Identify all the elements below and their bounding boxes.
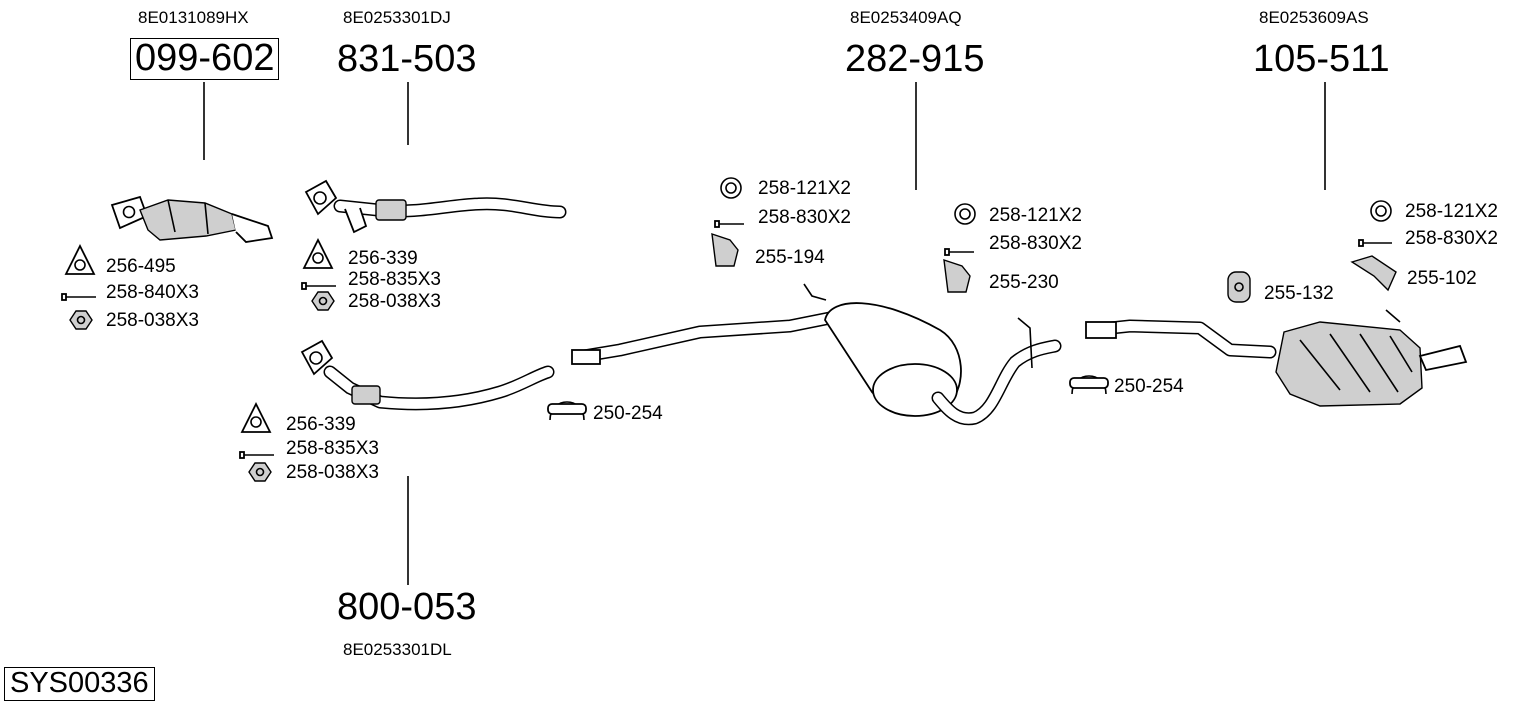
- rubber-mount-icon-255-132: [1227, 271, 1251, 303]
- label-258-121X2-a[interactable]: 258-121X2: [758, 178, 851, 199]
- bolt-icon-258-830X2-b: [944, 248, 974, 256]
- system-id: SYS00336: [4, 667, 155, 701]
- part-number-105-511[interactable]: 105-511: [1253, 38, 1390, 80]
- label-258-835X3-front[interactable]: 258-835X3: [348, 269, 441, 290]
- hanger-icon-255-230: [943, 258, 971, 293]
- middle-silencer-drawing: [571, 283, 1062, 426]
- label-255-102[interactable]: 255-102: [1407, 268, 1477, 289]
- hanger-icon-255-194: [711, 232, 739, 267]
- bracket-icon-255-102: [1350, 255, 1397, 292]
- label-258-038X3-front[interactable]: 258-038X3: [348, 291, 441, 312]
- bolt-icon-258-830X2-rear: [1358, 239, 1392, 247]
- label-256-339-front[interactable]: 256-339: [348, 248, 418, 269]
- front-pipe-upper-drawing: [304, 179, 567, 234]
- label-258-038X3-lower[interactable]: 258-038X3: [286, 462, 379, 483]
- bolt-icon-258-835X3-front: [301, 282, 336, 290]
- part-number-800-053[interactable]: 800-053: [337, 586, 477, 628]
- gasket-icon-256-339-lower: [240, 401, 272, 433]
- label-250-254-rear[interactable]: 250-254: [1114, 376, 1184, 397]
- front-pipe-lower-drawing: [300, 339, 555, 411]
- oem-number-front-pipe-lower: 8E0253301DL: [343, 640, 452, 659]
- ring-icon-258-121X2-a: [720, 177, 742, 199]
- nut-icon-258-038X3-front: [311, 291, 335, 311]
- oem-number-catalytic-converter: 8E0131089HX: [138, 8, 249, 27]
- rear-silencer-drawing: [1085, 309, 1468, 407]
- nut-icon-258-038X3-lower: [248, 462, 272, 482]
- label-258-038X3-cat[interactable]: 258-038X3: [106, 310, 199, 331]
- label-255-132[interactable]: 255-132: [1264, 283, 1334, 304]
- clamp-icon-250-254-rear: [1069, 375, 1109, 395]
- part-number-099-602[interactable]: 099-602: [130, 38, 280, 80]
- clamp-icon-250-254-front: [547, 401, 587, 421]
- oem-number-middle-silencer: 8E0253409AQ: [850, 8, 962, 27]
- bolt-icon-258-830X2-a: [714, 220, 744, 228]
- part-number-282-915[interactable]: 282-915: [845, 38, 985, 80]
- catalytic-converter-drawing: [110, 195, 274, 243]
- label-258-830X2-a[interactable]: 258-830X2: [758, 207, 851, 228]
- bolt-icon-258-835X3-lower: [239, 451, 274, 459]
- gasket-icon-256-339-front: [302, 237, 334, 269]
- ring-icon-258-121X2-rear: [1370, 200, 1392, 222]
- ring-icon-258-121X2-b: [954, 203, 976, 225]
- label-256-339-lower[interactable]: 256-339: [286, 414, 356, 435]
- label-258-835X3-lower[interactable]: 258-835X3: [286, 438, 379, 459]
- label-258-121X2-b[interactable]: 258-121X2: [989, 205, 1082, 226]
- label-255-230[interactable]: 255-230: [989, 272, 1059, 293]
- label-258-840X3[interactable]: 258-840X3: [106, 282, 199, 303]
- oem-number-front-pipe-upper: 8E0253301DJ: [343, 8, 451, 27]
- label-258-830X2-rear[interactable]: 258-830X2: [1405, 228, 1498, 249]
- label-256-495[interactable]: 256-495: [106, 256, 176, 277]
- gasket-icon-256-495: [64, 243, 96, 275]
- label-250-254-front[interactable]: 250-254: [593, 403, 663, 424]
- label-255-194[interactable]: 255-194: [755, 247, 825, 268]
- part-number-831-503[interactable]: 831-503: [337, 38, 477, 80]
- label-258-121X2-rear[interactable]: 258-121X2: [1405, 201, 1498, 222]
- oem-number-rear-silencer: 8E0253609AS: [1259, 8, 1369, 27]
- label-258-830X2-b[interactable]: 258-830X2: [989, 233, 1082, 254]
- nut-icon-258-038X3-cat: [69, 310, 93, 330]
- bolt-icon-258-840X3: [61, 293, 96, 301]
